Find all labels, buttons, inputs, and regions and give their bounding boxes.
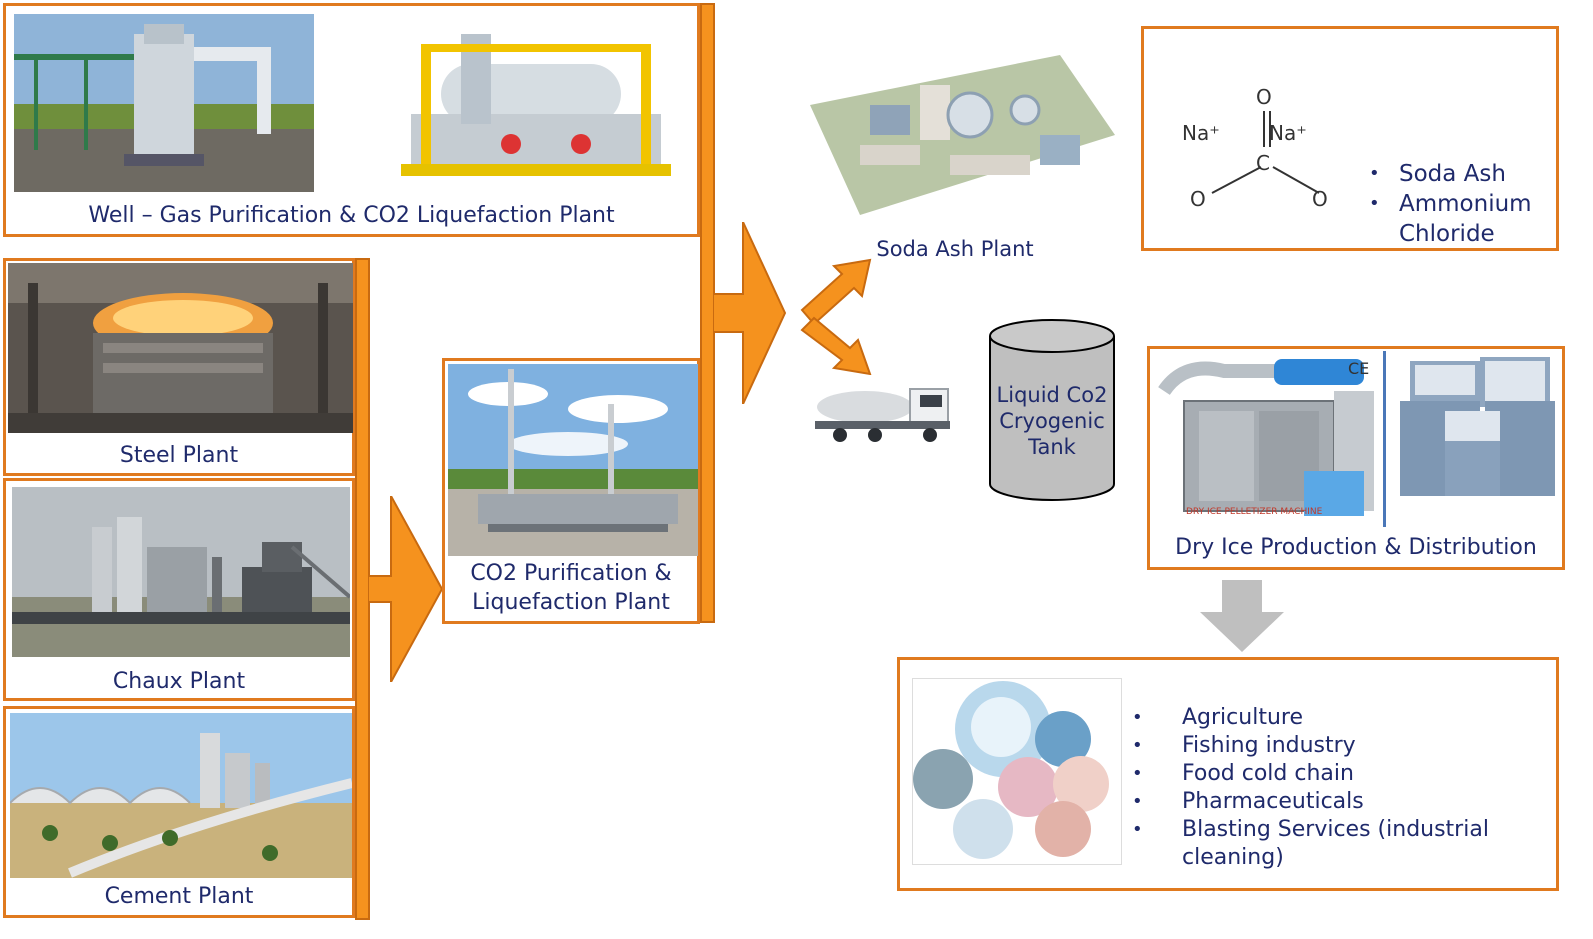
oxygen-atom-top: O <box>1256 85 1272 109</box>
arrow-down-icon <box>1200 580 1284 652</box>
steel-plant-label: Steel Plant <box>119 443 239 468</box>
sodium-carbonate-structure-icon <box>1211 111 1320 194</box>
cement-plant-label: Cement Plant <box>104 884 254 909</box>
sodium-ion-left: Na⁺ <box>1182 121 1220 145</box>
oxygen-atom-right: O <box>1312 187 1328 211</box>
wellhead-image <box>14 14 314 192</box>
list-item: Pharmaceuticals <box>1132 788 1552 816</box>
arrow-right-icon <box>368 496 444 682</box>
soda-ash-plant-label: Soda Ash Plant <box>876 237 1034 261</box>
applications-list: Agriculture Fishing industry Food cold c… <box>1132 704 1552 872</box>
list-item: Soda Ash <box>1369 159 1549 189</box>
applications-box: Agriculture Fishing industry Food cold c… <box>897 657 1559 891</box>
dry-ice-containers-image <box>1390 351 1562 527</box>
tank-label-line3: Tank <box>1028 435 1076 459</box>
dry-ice-pelletizer-image <box>1154 351 1382 527</box>
dry-ice-box: CE DRY ICE PELLETIZER MACHINE Dry Ice Pr… <box>1147 346 1565 570</box>
purification-label-line2: Liquefaction Plant <box>472 590 670 615</box>
cement-plant-box: Cement Plant <box>3 706 355 918</box>
tank-label-line2: Cryogenic <box>999 409 1105 433</box>
cryogenic-tank-label: Liquid Co2 Cryogenic Tank <box>988 382 1116 460</box>
chaux-plant-box: Chaux Plant <box>3 478 355 701</box>
ce-mark: CE <box>1348 359 1370 378</box>
applications-collage-image <box>912 678 1122 865</box>
branch-arrow-up-icon <box>800 258 872 326</box>
branch-arrow-down-icon <box>800 316 872 376</box>
well-plant-box: Well – Gas Purification & CO2 Liquefacti… <box>3 3 700 237</box>
purification-plant-image <box>448 364 698 556</box>
pelletizer-caption: DRY ICE PELLETIZER MACHINE <box>1186 507 1323 517</box>
sodium-ion-right: Na⁺ <box>1269 121 1307 145</box>
well-plant-label: Well – Gas Purification & CO2 Liquefacti… <box>88 203 615 228</box>
list-item: Food cold chain <box>1132 760 1552 788</box>
list-item: Agriculture <box>1132 704 1552 732</box>
chaux-plant-image <box>12 487 350 657</box>
carbon-atom: C <box>1256 151 1270 175</box>
image-divider <box>1383 351 1386 527</box>
soda-products-list: Soda Ash Ammonium Chloride <box>1369 159 1549 249</box>
arrow-right-icon <box>713 222 787 404</box>
purification-plant-box: CO2 Purification & Liquefaction Plant <box>442 358 700 624</box>
dry-ice-label: Dry Ice Production & Distribution <box>1175 535 1537 560</box>
tank-label-line1: Liquid Co2 <box>996 383 1108 407</box>
cement-plant-image <box>10 713 352 878</box>
soda-products-box: Na⁺ Na⁺ C O O O Soda Ash Ammonium Chlori… <box>1141 26 1559 251</box>
cryogenic-tank-icon <box>989 319 1115 501</box>
purification-label-line1: CO2 Purification & <box>470 561 672 586</box>
list-item: Blasting Services (industrial cleaning) <box>1132 816 1552 872</box>
list-item: Fishing industry <box>1132 732 1552 760</box>
gas-liquefaction-image <box>381 24 686 194</box>
soda-ash-plant-image <box>800 45 1120 235</box>
chaux-plant-label: Chaux Plant <box>112 669 246 694</box>
steel-plant-box: Steel Plant <box>3 258 355 476</box>
steel-plant-image <box>8 263 353 433</box>
oxygen-atom-left: O <box>1190 187 1206 211</box>
co2-tanker-truck-image <box>815 375 955 450</box>
list-item: Ammonium Chloride <box>1369 189 1549 249</box>
